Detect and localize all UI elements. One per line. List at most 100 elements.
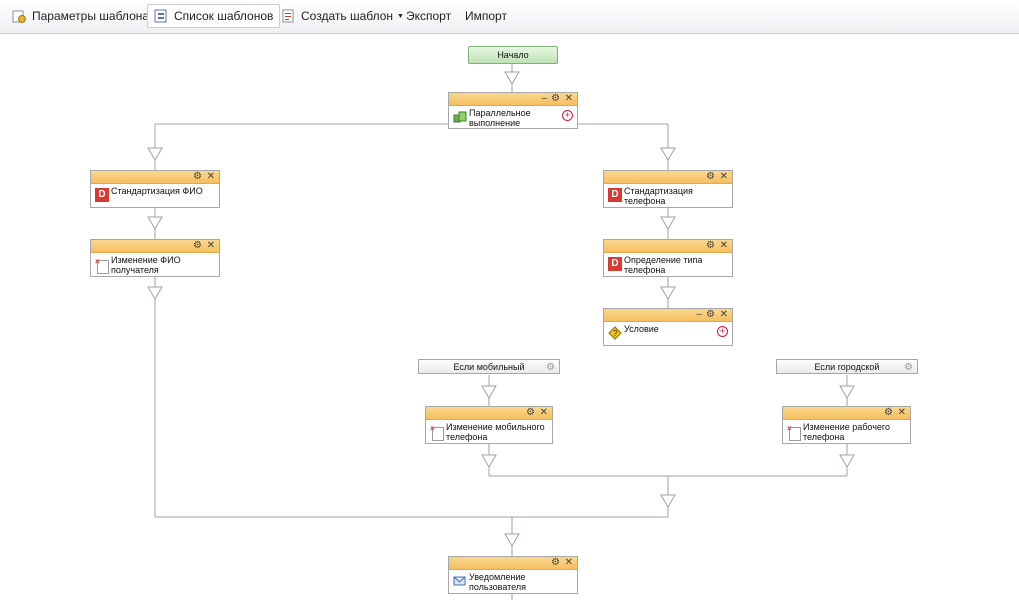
node-header: ⚙ ✕ xyxy=(783,407,910,420)
create-template-button[interactable]: Создать шаблон ▼ xyxy=(275,4,410,28)
document-icon: × xyxy=(95,257,109,274)
node-condition[interactable]: – ⚙ ✕ ? Условие + xyxy=(603,308,733,346)
node-parallel[interactable]: – ⚙ ✕ Параллельное выполнение + xyxy=(448,92,578,129)
close-icon[interactable]: ✕ xyxy=(897,407,906,418)
arrow-left-1 xyxy=(147,147,163,161)
export-label: Экспорт xyxy=(406,9,452,23)
gear-icon[interactable]: ⚙ xyxy=(706,171,715,182)
arrow-left-3 xyxy=(147,286,163,300)
template-params-button[interactable]: Параметры шаблона xyxy=(6,4,155,28)
node-notify[interactable]: ⚙ ✕ Уведомление пользователя xyxy=(448,556,578,594)
node-std-phone[interactable]: ⚙ ✕ D Стандартизация телефона xyxy=(603,170,733,208)
create-template-icon xyxy=(281,9,295,23)
template-settings-icon xyxy=(12,9,26,23)
dropdown-caret-icon: ▼ xyxy=(397,12,404,20)
node-label: Стандартизация ФИО xyxy=(111,186,203,196)
start-node[interactable]: Начало xyxy=(468,46,558,64)
node-header: ⚙ ✕ xyxy=(604,240,732,253)
close-icon[interactable]: ✕ xyxy=(719,171,728,182)
import-label: Импорт xyxy=(465,9,507,23)
arrow-merge xyxy=(660,494,676,508)
label-line: выполнение xyxy=(469,118,521,128)
document-icon: × xyxy=(430,424,444,441)
node-label: Параллельное выполнение xyxy=(469,108,531,128)
node-std-fio[interactable]: ⚙ ✕ D Стандартизация ФИО xyxy=(90,170,220,208)
create-template-label: Создать шаблон xyxy=(301,9,394,23)
branch-label: Если городской xyxy=(814,362,880,372)
node-label: Определение типа телефона xyxy=(624,255,702,275)
close-icon[interactable]: ✕ xyxy=(206,240,215,251)
template-list-label: Список шаблонов xyxy=(174,9,274,23)
node-header: ⚙ ✕ xyxy=(449,557,577,570)
gear-icon[interactable]: ⚙ xyxy=(884,407,893,418)
node-change-work[interactable]: ⚙ ✕ × Изменение рабочего телефона xyxy=(782,406,911,444)
connector-lines xyxy=(147,62,855,600)
close-icon[interactable]: ✕ xyxy=(539,407,548,418)
close-icon[interactable]: ✕ xyxy=(564,557,573,568)
label-line: телефона xyxy=(803,432,845,442)
gear-icon[interactable]: ⚙ xyxy=(546,362,555,373)
arrow-right-3 xyxy=(660,286,676,300)
node-label: Изменение рабочего телефона xyxy=(803,422,890,442)
toolbar: Параметры шаблона Список шаблонов Создат… xyxy=(0,0,1019,34)
arrow-notify xyxy=(504,533,520,547)
svg-text:?: ? xyxy=(613,329,618,338)
gear-icon[interactable]: ⚙ xyxy=(706,309,715,320)
workflow-canvas: Начало – ⚙ ✕ Параллельное выполнение + ⚙… xyxy=(0,34,1019,600)
node-header: – ⚙ ✕ xyxy=(604,309,732,322)
label-line: Изменение ФИО xyxy=(111,255,181,265)
node-label: Изменение ФИО получателя xyxy=(111,255,181,275)
parallel-icon xyxy=(453,110,467,124)
template-list-button[interactable]: Список шаблонов xyxy=(147,4,281,28)
condition-icon: ? xyxy=(608,326,622,340)
gear-icon[interactable]: ⚙ xyxy=(706,240,715,251)
import-button[interactable]: Импорт xyxy=(459,4,513,28)
template-params-label: Параметры шаблона xyxy=(32,9,150,23)
node-header: ⚙ ✕ xyxy=(426,407,552,420)
document-icon: × xyxy=(787,424,801,441)
label-line: получателя xyxy=(111,265,159,275)
gear-icon[interactable]: ⚙ xyxy=(193,171,202,182)
node-change-fio[interactable]: ⚙ ✕ × Изменение ФИО получателя xyxy=(90,239,220,277)
node-label: Изменение мобильного телефона xyxy=(446,422,545,442)
node-change-mobile[interactable]: ⚙ ✕ × Изменение мобильного телефона xyxy=(425,406,553,444)
flow-arrows xyxy=(147,71,855,547)
branch-if-mobile[interactable]: Если мобильный ⚙ xyxy=(418,359,560,374)
label-line: телефона xyxy=(624,265,666,275)
label-line: телефона xyxy=(446,432,488,442)
add-branch-icon[interactable]: + xyxy=(562,110,573,121)
label-line: Параллельное xyxy=(469,108,531,118)
gear-icon[interactable]: ⚙ xyxy=(193,240,202,251)
minimize-icon[interactable]: – xyxy=(541,93,547,104)
add-branch-icon[interactable]: + xyxy=(717,326,728,337)
arrow-start xyxy=(504,71,520,85)
node-header: ⚙ ✕ xyxy=(91,171,219,184)
node-header: ⚙ ✕ xyxy=(91,240,219,253)
label-line: Определение типа xyxy=(624,255,703,265)
branch-label: Если мобильный xyxy=(453,362,525,372)
gear-icon[interactable]: ⚙ xyxy=(551,93,560,104)
gear-icon[interactable]: ⚙ xyxy=(551,557,560,568)
label-line: Изменение рабочего xyxy=(803,422,891,432)
arrow-mobile xyxy=(481,385,497,399)
close-icon[interactable]: ✕ xyxy=(564,93,573,104)
d-block-icon: D xyxy=(95,188,109,202)
close-icon[interactable]: ✕ xyxy=(206,171,215,182)
close-icon[interactable]: ✕ xyxy=(719,309,728,320)
d-block-icon: D xyxy=(608,188,622,202)
minimize-icon[interactable]: – xyxy=(696,309,702,320)
node-label: Уведомление пользователя xyxy=(469,572,526,592)
arrow-city-out xyxy=(839,454,855,468)
node-header: – ⚙ ✕ xyxy=(449,93,577,106)
arrow-mobile-out xyxy=(481,454,497,468)
close-icon[interactable]: ✕ xyxy=(719,240,728,251)
gear-icon[interactable]: ⚙ xyxy=(904,362,913,373)
gear-icon[interactable]: ⚙ xyxy=(526,407,535,418)
d-block-icon: D xyxy=(608,257,622,271)
arrow-city xyxy=(839,385,855,399)
export-button[interactable]: Экспорт xyxy=(400,4,457,28)
label-line: Изменение мобильного xyxy=(446,422,545,432)
branch-if-city[interactable]: Если городской ⚙ xyxy=(776,359,918,374)
arrow-right-1 xyxy=(660,147,676,161)
node-phone-type[interactable]: ⚙ ✕ D Определение типа телефона xyxy=(603,239,733,277)
